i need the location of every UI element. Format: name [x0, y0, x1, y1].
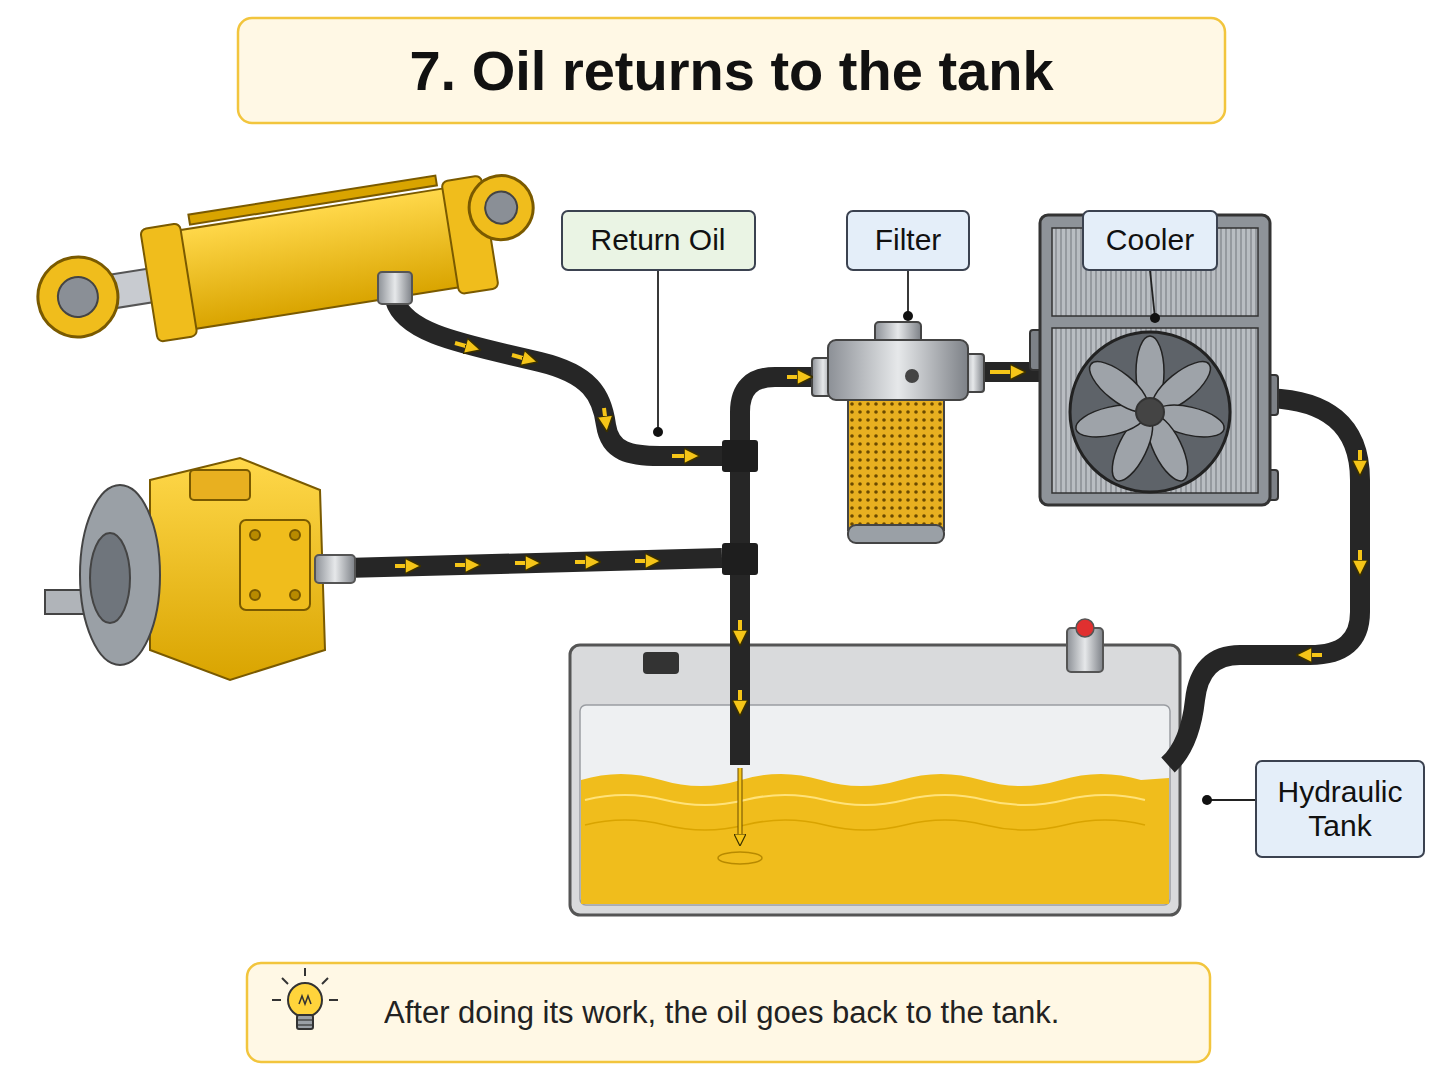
leader-line — [1207, 799, 1255, 801]
label-box: Filter — [846, 210, 970, 271]
drop-arrow — [739, 768, 742, 840]
hydraulic-tank — [570, 619, 1180, 915]
leader-line — [907, 271, 909, 317]
label-box: Hydraulic Tank — [1255, 760, 1425, 858]
leader-line — [657, 271, 659, 433]
hydraulic-motor — [45, 458, 355, 680]
label-text: Filter — [875, 223, 942, 258]
label-text: Return Oil — [590, 223, 725, 258]
label-text: Cooler — [1106, 223, 1194, 258]
label-box: Return Oil — [561, 210, 756, 271]
leader-line — [1150, 271, 1155, 319]
leader-dot — [653, 427, 663, 437]
drop-arrow-outline — [738, 768, 743, 840]
label-text: Hydraulic Tank — [1269, 775, 1411, 844]
leader-dot — [1202, 795, 1212, 805]
label-box: Cooler — [1082, 210, 1218, 271]
flow-arrows — [395, 343, 1360, 708]
leader-dot — [1150, 313, 1160, 323]
pipe-tee — [722, 440, 758, 472]
oil-pipes — [345, 300, 1360, 765]
oil-filter — [812, 322, 984, 543]
pipe-tee — [722, 543, 758, 575]
caption-panel — [247, 963, 1210, 1062]
bulb-icon — [272, 968, 338, 1029]
caption-text: After doing its work, the oil goes back … — [384, 963, 1196, 1062]
hydraulic-cylinder — [28, 161, 545, 359]
leader-dot — [903, 311, 913, 321]
title-panel — [238, 18, 1225, 123]
pipe-fitting — [378, 272, 412, 304]
title-text: 7. Oil returns to the tank — [238, 18, 1225, 123]
